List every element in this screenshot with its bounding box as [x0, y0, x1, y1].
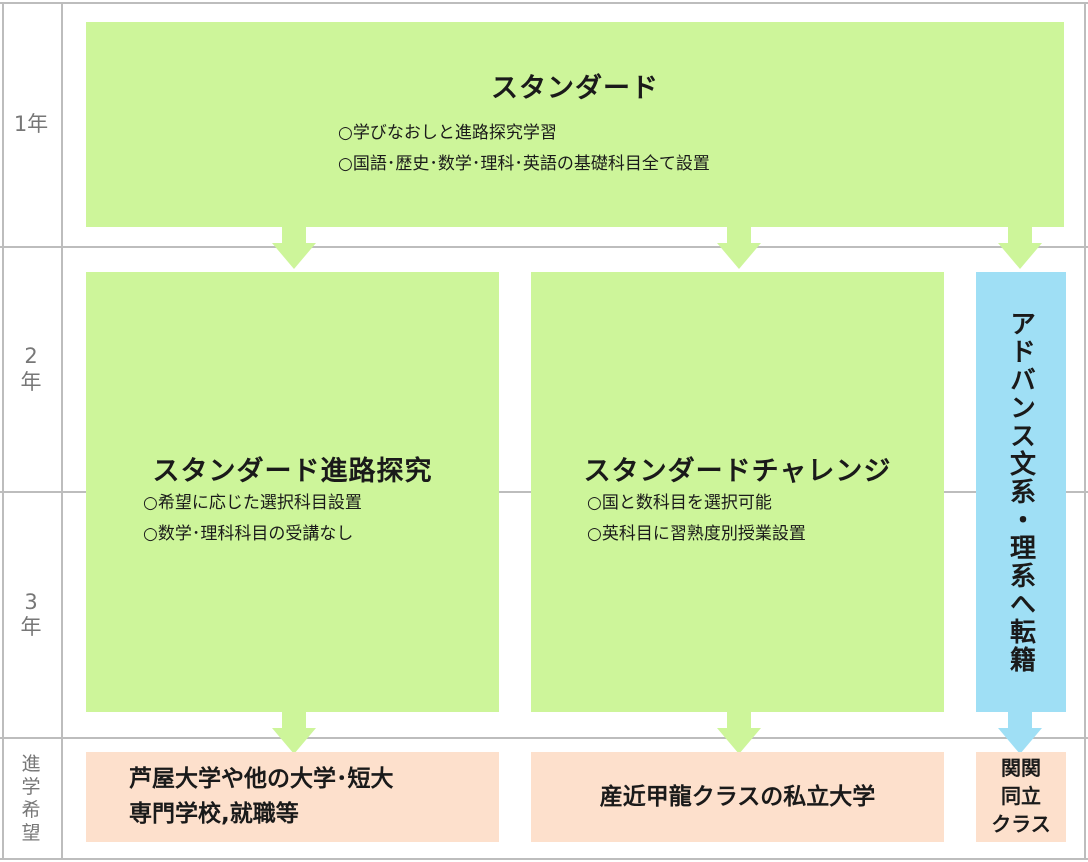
year-label-2: 2年: [0, 248, 62, 491]
grid-line-left: [2, 2, 4, 860]
standard-item-1: ○学びなおしと進路探究学習: [338, 123, 557, 143]
standard-career-item-2: ○数学･理科科目の受講なし: [143, 524, 354, 544]
arrow-to-dest-left: [272, 712, 316, 754]
standard-title: スタンダード: [491, 73, 659, 104]
grid-line-top: [0, 2, 1088, 4]
destination-right-line-3: クラス: [991, 812, 1051, 836]
year-label-1: 1年: [0, 4, 62, 246]
standard-career-title: スタンダード進路探究: [152, 456, 433, 487]
destination-left-line-2: 専門学校,就職等: [129, 801, 299, 827]
arrow-to-career: [272, 227, 316, 269]
arrow-to-dest-middle: [717, 712, 761, 754]
standard-challenge-title: スタンダードチャレンジ: [583, 456, 892, 487]
standard-career-box: スタンダード進路探究 ○希望に応じた選択科目設置 ○数学･理科科目の受講なし: [86, 272, 499, 712]
destination-label-text: 進学希望: [21, 752, 41, 844]
arrow-to-advance: [998, 227, 1042, 269]
advance-box: [976, 272, 1066, 712]
year-label-3: 3年: [0, 493, 62, 737]
standard-box: スタンダード ○学びなおしと進路探究学習 ○国語･歴史･数学･理科･英語の基礎科…: [86, 22, 1064, 227]
standard-challenge-box: スタンダードチャレンジ ○国と数科目を選択可能 ○英科目に習熟度別授業設置: [531, 272, 944, 712]
year-label-2-text: 2年: [20, 344, 42, 394]
year-label-1-text: 1年: [13, 112, 49, 137]
grid-line-bottom: [0, 858, 1088, 860]
destination-middle-text: 産近甲龍クラスの私立大学: [599, 784, 876, 810]
standard-challenge-item-1: ○国と数科目を選択可能: [587, 493, 772, 513]
destination-label: 進学希望: [0, 739, 62, 858]
destination-right-text: 関関 同立 クラス: [976, 754, 1066, 838]
destination-left-line-1: 芦屋大学や他の大学･短大: [129, 766, 394, 792]
arrow-to-dest-right: [998, 712, 1042, 754]
year-label-3-text: 3年: [20, 589, 42, 639]
standard-list: ○学びなおしと進路探究学習 ○国語･歴史･数学･理科･英語の基礎科目全て設置: [338, 118, 710, 180]
grid-line-row1: [0, 246, 1088, 248]
destination-middle-box: 産近甲龍クラスの私立大学: [531, 752, 944, 842]
standard-career-list: ○希望に応じた選択科目設置 ○数学･理科科目の受講なし: [143, 488, 362, 550]
destination-left-box: 芦屋大学や他の大学･短大 専門学校,就職等: [86, 752, 499, 842]
grid-line-label-column: [61, 2, 63, 860]
destination-right-line-1: 関関: [1001, 756, 1041, 780]
arrow-to-challenge: [717, 227, 761, 269]
grid-line-right: [1084, 2, 1086, 860]
destination-right-box: 関関 同立 クラス: [976, 752, 1066, 842]
grid-line-row3: [0, 737, 1088, 739]
standard-item-2: ○国語･歴史･数学･理科･英語の基礎科目全て設置: [338, 154, 710, 174]
destination-left-text: 芦屋大学や他の大学･短大 専門学校,就職等: [129, 762, 394, 832]
destination-right-line-2: 同立: [1001, 784, 1041, 808]
standard-challenge-item-2: ○英科目に習熟度別授業設置: [587, 524, 806, 544]
advance-title: アドバンス文系・理系へ転籍: [1005, 310, 1036, 674]
standard-challenge-list: ○国と数科目を選択可能 ○英科目に習熟度別授業設置: [587, 488, 806, 550]
standard-career-item-1: ○希望に応じた選択科目設置: [143, 493, 362, 513]
